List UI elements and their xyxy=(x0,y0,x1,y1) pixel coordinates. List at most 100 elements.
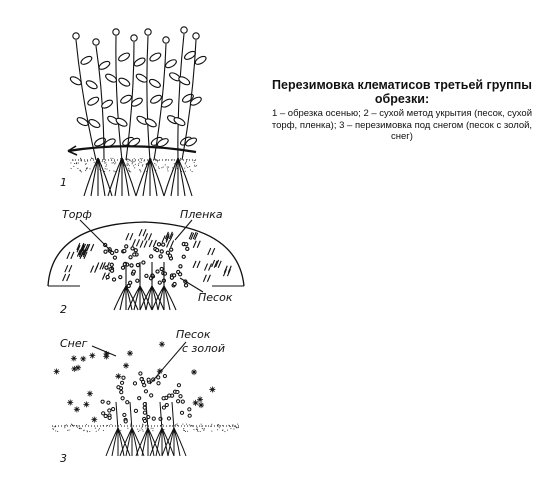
soil-dot xyxy=(217,424,219,426)
ash-grain xyxy=(138,371,143,376)
peat-stroke xyxy=(194,232,199,241)
pruned-plant xyxy=(105,401,187,457)
leaf xyxy=(130,97,143,107)
soil-dot xyxy=(81,171,83,173)
soil-dot xyxy=(80,428,82,430)
soil-dot xyxy=(216,429,218,431)
sand-grain xyxy=(184,242,189,247)
leaf xyxy=(185,137,198,147)
root xyxy=(141,427,149,457)
soil-dot xyxy=(80,159,82,161)
ash-grain xyxy=(125,400,130,405)
soil-dot xyxy=(86,167,88,169)
soil-dot xyxy=(142,164,144,166)
peat-stroke xyxy=(204,263,209,271)
snowflake xyxy=(70,355,77,362)
soil-dot xyxy=(205,425,207,427)
peat-stroke xyxy=(206,274,211,282)
ash-grain xyxy=(107,408,112,413)
sand-grain xyxy=(105,274,110,280)
ash-grain xyxy=(119,390,124,395)
sand-grain xyxy=(104,265,109,270)
flower-bud xyxy=(192,32,200,40)
peat-stroke xyxy=(166,240,171,248)
peat-stroke xyxy=(144,233,149,241)
soil-dot xyxy=(95,430,97,432)
root xyxy=(163,157,179,197)
soil-dot xyxy=(237,426,239,428)
soil-dot xyxy=(85,170,87,172)
ash-grain xyxy=(175,399,181,404)
ash-grain xyxy=(101,411,106,416)
root xyxy=(167,427,175,457)
soil-dot xyxy=(78,427,80,429)
flower-bud xyxy=(144,28,152,36)
soil-dot xyxy=(134,163,136,165)
peat-stroke xyxy=(215,259,220,268)
soil-dot xyxy=(126,164,128,166)
root xyxy=(117,427,131,457)
peat-stroke xyxy=(169,233,174,241)
soil-dot xyxy=(200,423,202,425)
soil-dot xyxy=(105,162,107,164)
root xyxy=(142,157,151,197)
sand-grain xyxy=(144,273,149,279)
label-sand: Песок xyxy=(198,291,233,304)
soil-dot xyxy=(130,423,132,425)
soil-dot xyxy=(154,158,156,160)
peat-stroke xyxy=(196,260,201,269)
figure-caption: Перезимовка клематисов третьей группы об… xyxy=(268,78,536,143)
soil-dot xyxy=(197,430,199,432)
sand-grain xyxy=(132,252,137,257)
soil-dot xyxy=(232,424,234,426)
leaf xyxy=(149,52,162,62)
root xyxy=(147,427,161,457)
peat-stroke xyxy=(76,242,81,251)
ash-grain xyxy=(143,389,149,394)
soil-dot xyxy=(168,166,170,168)
soil-dot xyxy=(155,164,157,166)
ash-grain xyxy=(161,405,166,410)
peat-stroke xyxy=(143,240,148,248)
clematis-stems xyxy=(69,26,207,161)
peat-stroke xyxy=(202,274,207,282)
leaf xyxy=(76,117,89,127)
peat-stroke xyxy=(168,231,173,240)
soil-dot xyxy=(161,167,163,169)
soil-dot xyxy=(138,163,140,165)
root xyxy=(149,157,158,197)
soil-dot xyxy=(191,171,193,173)
leaf xyxy=(181,93,194,103)
figure-1-number: 1 xyxy=(60,176,67,189)
soil-dot xyxy=(52,428,54,430)
peat-stroke xyxy=(86,243,91,252)
ash-grain xyxy=(132,381,138,386)
soil-dot xyxy=(87,160,89,162)
soil-dot xyxy=(89,430,91,432)
ash-grain xyxy=(156,375,161,380)
snowflake xyxy=(83,401,90,408)
soil-dot xyxy=(141,426,143,428)
soil-dot xyxy=(218,423,220,425)
ash-grain xyxy=(156,381,161,386)
ash-grain xyxy=(103,413,108,419)
leaf xyxy=(118,52,130,62)
peat-stroke xyxy=(62,273,67,282)
soil-dot xyxy=(172,167,174,169)
soil-dot xyxy=(134,160,136,162)
soil-dot xyxy=(129,159,131,161)
sand-grain xyxy=(183,283,189,288)
soil-dot xyxy=(132,161,134,163)
sand-grain xyxy=(178,264,183,269)
soil-dot xyxy=(137,428,139,430)
soil-dot xyxy=(200,425,202,427)
soil-dot xyxy=(189,166,191,168)
sand-mound xyxy=(103,241,190,289)
soil-dot xyxy=(57,430,59,432)
peat-stroke xyxy=(190,232,195,241)
soil-dot xyxy=(193,160,195,162)
peat-stroke xyxy=(170,240,175,248)
soil-dot xyxy=(102,429,104,431)
soil-dot xyxy=(222,425,224,427)
root xyxy=(113,285,127,311)
